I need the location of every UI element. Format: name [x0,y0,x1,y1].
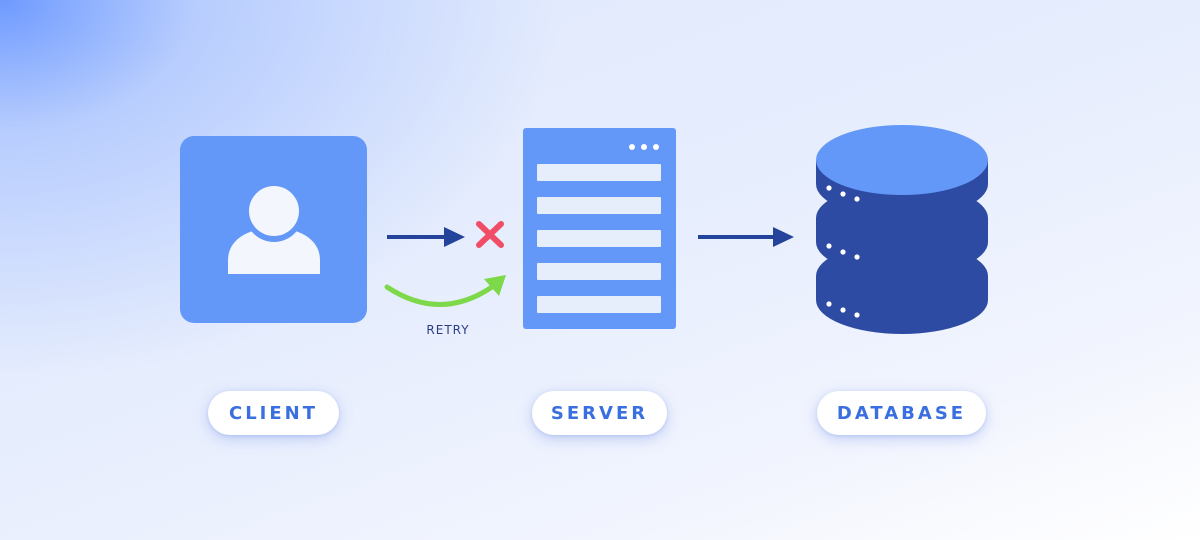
server-database-arrow [698,227,794,247]
x-mark-icon [476,221,504,248]
database-label: DATABASE [817,391,986,435]
client-label-text: CLIENT [228,402,318,424]
client-label: CLIENT [208,391,339,435]
server-node [523,128,676,329]
user-icon [228,184,320,274]
client-node [180,136,367,323]
server-rows [537,164,661,313]
database-label-text: DATABASE [836,402,967,424]
retry-label: RETRY [426,323,470,337]
retry-arrow [384,275,506,307]
window-dots-icon [629,144,659,150]
database-node [816,125,988,334]
client-server-arrow [387,227,465,247]
database-dots [826,185,860,318]
server-label-text: SERVER [550,402,649,424]
server-label: SERVER [532,391,667,435]
